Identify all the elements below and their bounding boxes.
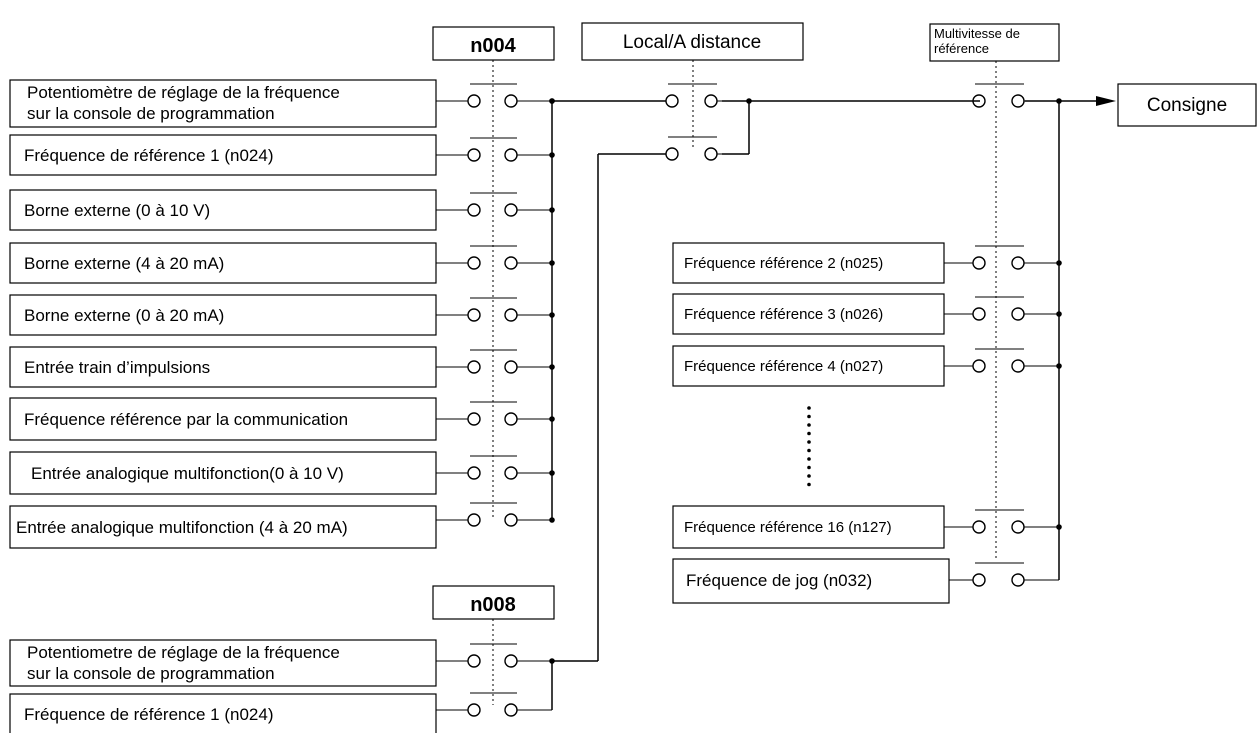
multispeed-input-ref16-label: Fréquence référence 16 (n127) xyxy=(684,519,892,536)
n004-input-3: Borne externe (0 à 10 V) xyxy=(9,189,437,231)
selector-local-remote: Local/A distance xyxy=(581,22,804,61)
local-remote-contact-1 xyxy=(652,83,722,108)
local-remote-contact-2 xyxy=(652,136,722,161)
n004-contact-1 xyxy=(436,83,552,108)
n008-input-2: Fréquence de référence 1 (n024) xyxy=(9,693,437,733)
n004-input-6: Entrée train d’impulsions xyxy=(9,346,437,388)
jog-input-label: Fréquence de jog (n032) xyxy=(686,571,872,590)
output-consigne-label: Consigne xyxy=(1147,95,1227,116)
n004-contact-3 xyxy=(436,192,552,217)
n004-input-9-label: Entrée analogique multifonction (4 à 20 … xyxy=(16,518,348,537)
multispeed-input-ref3-label: Fréquence référence 3 (n026) xyxy=(684,306,883,323)
n004-input-3-label: Borne externe (0 à 10 V) xyxy=(24,201,210,220)
n004-input-8-label: Entrée analogique multifonction(0 à 10 V… xyxy=(31,464,344,483)
selector-multispeed: Multivitesse de référence xyxy=(929,23,1060,62)
ellipsis-dot xyxy=(807,474,811,478)
ellipsis-dot xyxy=(807,431,811,436)
n004-input-6-label: Entrée train d’impulsions xyxy=(24,358,210,377)
n004-input-4: Borne externe (4 à 20 mA) xyxy=(9,242,437,284)
n004-contact-5 xyxy=(436,297,552,322)
n004-input-1-line1: Potentiomètre de réglage de la fréquence xyxy=(27,83,340,102)
multispeed-input-ref2: Fréquence référence 2 (n025) xyxy=(672,242,945,284)
n004-contact-4 xyxy=(436,245,552,270)
n004-input-4-label: Borne externe (4 à 20 mA) xyxy=(24,254,224,273)
multispeed-input-ref2-label: Fréquence référence 2 (n025) xyxy=(684,255,883,272)
n004-contact-8 xyxy=(436,455,552,480)
n008-contact-2 xyxy=(436,692,552,717)
selector-multispeed-label-line1: Multivitesse de xyxy=(934,26,1020,41)
selector-local-remote-label: Local/A distance xyxy=(623,32,761,53)
multispeed-contact-3 xyxy=(944,348,1059,373)
ellipsis-dot xyxy=(807,448,811,453)
n008-input-2-label: Fréquence de référence 1 (n024) xyxy=(24,705,274,724)
n004-contact-7 xyxy=(436,401,552,426)
n004-input-5: Borne externe (0 à 20 mA) xyxy=(9,294,437,336)
ellipsis-dot xyxy=(807,482,811,487)
ellipsis-dot xyxy=(807,440,811,444)
selector-n004: n004 xyxy=(432,26,555,61)
n004-input-7: Fréquence référence par la communication xyxy=(9,397,437,441)
wiring xyxy=(551,96,1116,710)
multispeed-input-ref4-label: Fréquence référence 4 (n027) xyxy=(684,358,883,375)
n004-input-8: Entrée analogique multifonction(0 à 10 V… xyxy=(9,451,437,495)
selector-multispeed-label-line2: référence xyxy=(934,41,989,56)
n008-input-1: Potentiometre de réglage de la fréquence… xyxy=(9,639,437,687)
n004-input-2-label: Fréquence de référence 1 (n024) xyxy=(24,146,274,165)
junction-dots xyxy=(549,98,1062,664)
multispeed-contact-main xyxy=(960,83,1059,108)
n004-input-7-label: Fréquence référence par la communication xyxy=(24,410,348,429)
multispeed-input-ref16: Fréquence référence 16 (n127) xyxy=(672,505,945,549)
switch-contacts xyxy=(436,83,1059,717)
n004-input-1: Potentiomètre de réglage de la fréquence… xyxy=(9,79,437,128)
n004-input-5-label: Borne externe (0 à 20 mA) xyxy=(24,306,224,325)
output-arrow-icon xyxy=(1096,96,1116,106)
multispeed-contact-2 xyxy=(944,296,1059,321)
n004-contact-6 xyxy=(436,349,552,374)
ellipsis-dot xyxy=(807,465,811,470)
multispeed-input-ref3: Fréquence référence 3 (n026) xyxy=(672,293,945,335)
n004-input-2: Fréquence de référence 1 (n024) xyxy=(9,134,437,176)
multispeed-input-ref4: Fréquence référence 4 (n027) xyxy=(672,345,945,387)
multispeed-contact-4 xyxy=(944,509,1059,534)
ellipsis-dot xyxy=(807,457,811,461)
n008-contact-1 xyxy=(436,643,552,668)
output-consigne: Consigne xyxy=(1117,83,1257,127)
ellipsis-dot xyxy=(807,414,811,419)
selector-n008-label: n008 xyxy=(470,594,516,616)
n008-input-1-line1: Potentiometre de réglage de la fréquence xyxy=(27,643,340,662)
n004-input-1-line2: sur la console de programmation xyxy=(27,104,275,123)
n004-contact-9 xyxy=(436,502,552,527)
selector-n008: n008 xyxy=(432,585,555,620)
ellipsis-dot xyxy=(807,423,811,427)
n004-contact-2 xyxy=(436,137,552,162)
multispeed-contact-1 xyxy=(944,245,1059,270)
jog-contact xyxy=(949,562,1059,587)
n004-input-9: Entrée analogique multifonction (4 à 20 … xyxy=(9,505,437,549)
selector-n004-label: n004 xyxy=(470,35,516,57)
jog-input: Fréquence de jog (n032) xyxy=(672,558,950,604)
n008-input-1-line2: sur la console de programmation xyxy=(27,664,275,683)
ellipsis-dot xyxy=(807,406,811,410)
more-references-ellipsis xyxy=(807,406,811,487)
